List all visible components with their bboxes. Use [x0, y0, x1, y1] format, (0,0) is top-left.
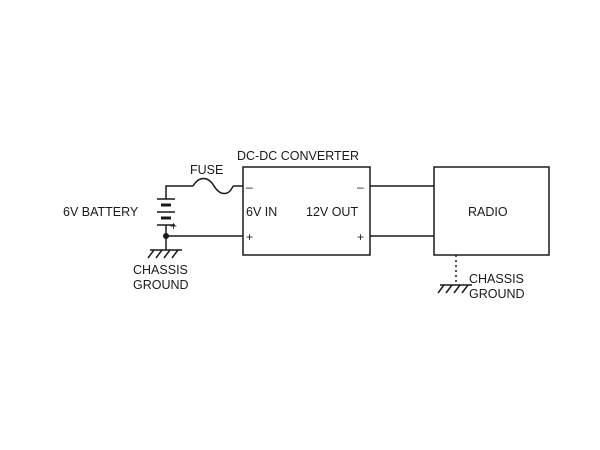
- fuse-symbol: [192, 177, 234, 195]
- battery-top-wire: [165, 185, 193, 199]
- radio-ground-label-line2: GROUND: [469, 287, 525, 301]
- converter-in-minus: –: [246, 180, 253, 194]
- fuse-label: FUSE: [190, 163, 223, 177]
- chassis-ground-symbol-right: [437, 284, 472, 294]
- converter-in-plus: +: [246, 230, 253, 244]
- chassis-ground-label-line1: CHASSIS: [133, 263, 188, 277]
- converter-out-plus: +: [357, 230, 364, 244]
- converter-out-label: 12V OUT: [306, 205, 358, 219]
- radio-ground-label-line1: CHASSIS: [469, 272, 524, 286]
- converter-box: [242, 166, 371, 256]
- radio-box: [433, 166, 550, 256]
- battery-label: 6V BATTERY: [63, 205, 139, 219]
- converter-out-minus: –: [357, 180, 364, 194]
- chassis-ground-symbol-left: [147, 236, 182, 259]
- converter-in-label: 6V IN: [246, 205, 277, 219]
- battery-plus-sign: +: [170, 219, 177, 233]
- converter-title: DC-DC CONVERTER: [237, 149, 359, 163]
- chassis-ground-label-line2: GROUND: [133, 278, 189, 292]
- radio-label: RADIO: [468, 205, 508, 219]
